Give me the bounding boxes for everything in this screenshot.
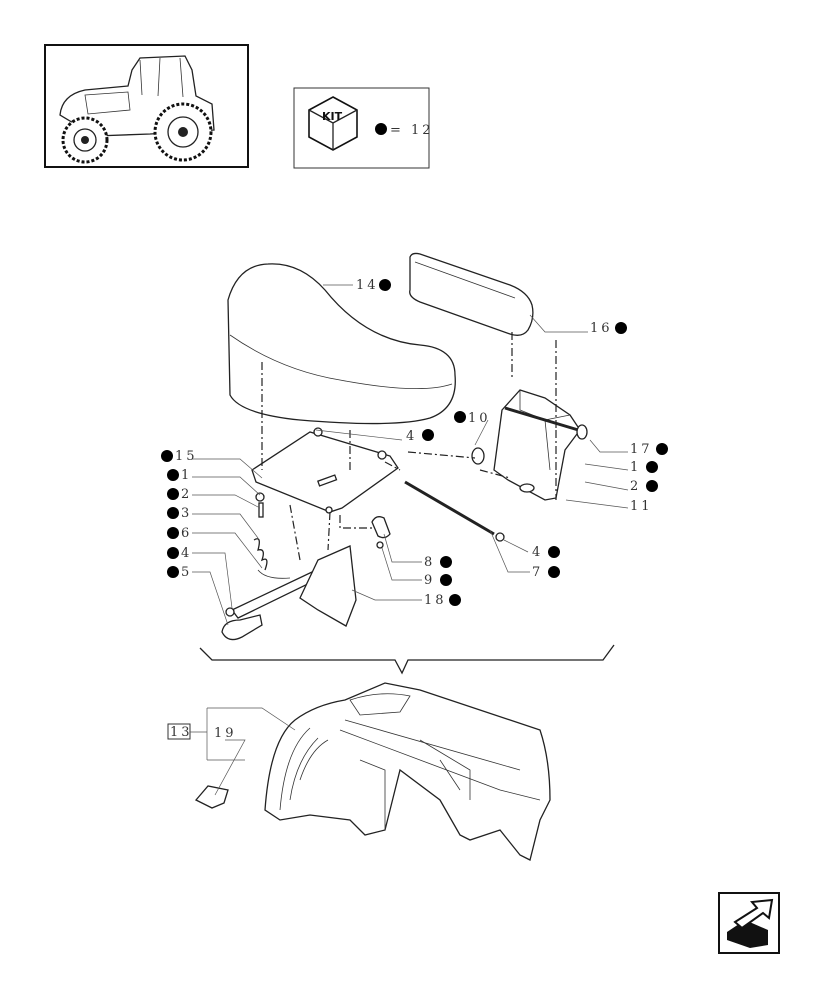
- seat-plate: [251, 427, 399, 514]
- marker-dot-3: [167, 507, 179, 519]
- callout-14: 14: [356, 278, 379, 293]
- marker-dot-4-top: [422, 429, 434, 441]
- kit-label: KIT: [322, 110, 343, 123]
- washer-rod-end: [495, 532, 505, 542]
- callout-17: 17: [630, 442, 653, 457]
- callout-6: 6: [181, 526, 192, 541]
- pivot-rod: [404, 480, 495, 536]
- marker-dot-7: [548, 566, 560, 578]
- lower-plate: [299, 545, 357, 627]
- next-page-arrow-icon[interactable]: [718, 892, 780, 954]
- callout-2-right: 2: [630, 479, 641, 494]
- callout-1-right: 1: [630, 460, 641, 475]
- callout-7: 7: [532, 565, 543, 580]
- marker-dot-9: [440, 574, 452, 586]
- marker-dot-6: [167, 527, 179, 539]
- marker-dot-5: [167, 566, 179, 578]
- marker-dot-2-left: [167, 488, 179, 500]
- fender-assembly: [264, 682, 551, 861]
- tractor-thumbnail: [44, 44, 249, 168]
- small-clip: [194, 785, 229, 809]
- callout-8: 8: [424, 555, 435, 570]
- callout-4-top: 4: [406, 429, 417, 444]
- leader-19: [214, 739, 246, 796]
- callout-4-bottom: 4: [532, 545, 543, 560]
- leader-lines: [192, 284, 629, 626]
- ref-box-13: [167, 723, 191, 740]
- callout-5: 5: [181, 565, 192, 580]
- marker-dot-10: [454, 411, 466, 423]
- marker-dot-4-left: [167, 547, 179, 559]
- callout-11: 11: [630, 499, 653, 514]
- marker-dot-17: [656, 443, 668, 455]
- kit-marker-dot: [375, 123, 387, 135]
- marker-dot-16: [615, 322, 627, 334]
- callout-19: 19: [214, 726, 237, 741]
- marker-dot-2-right: [646, 480, 658, 492]
- group-brace: [199, 644, 615, 675]
- callout-4-left: 4: [181, 546, 192, 561]
- seat-cushion: [227, 263, 456, 425]
- marker-dot-15: [161, 450, 173, 462]
- callout-10: 10: [468, 411, 491, 426]
- marker-dot-4-bottom: [548, 546, 560, 558]
- clip-and-screw: [371, 516, 391, 549]
- marker-dot-8: [440, 556, 452, 568]
- callout-16: 16: [590, 321, 613, 336]
- left-fasteners: [253, 492, 291, 579]
- backrest-bracket: [471, 389, 588, 501]
- callout-15: 15: [175, 449, 198, 464]
- kit-equals-text: = 12: [390, 123, 434, 138]
- callout-2-left: 2: [181, 487, 192, 502]
- backrest-cushion: [409, 252, 534, 336]
- marker-dot-1-right: [646, 461, 658, 473]
- callout-1-left: 1: [181, 468, 192, 483]
- callout-3: 3: [181, 506, 192, 521]
- leader-13: [190, 707, 296, 761]
- marker-dot-1-left: [167, 469, 179, 481]
- marker-dot-18: [449, 594, 461, 606]
- assembly-lines: [261, 332, 557, 561]
- adjustment-lever: [221, 571, 317, 641]
- marker-dot-14: [379, 279, 391, 291]
- callout-labels: 14 16 10 17 4 1 2 11 15 1 2 3 6 4 5 8 9: [161, 278, 668, 741]
- callout-13: 13: [170, 725, 193, 740]
- kit-legend: KIT = 12: [293, 87, 434, 169]
- callout-9: 9: [424, 573, 435, 588]
- callout-18: 18: [424, 593, 447, 608]
